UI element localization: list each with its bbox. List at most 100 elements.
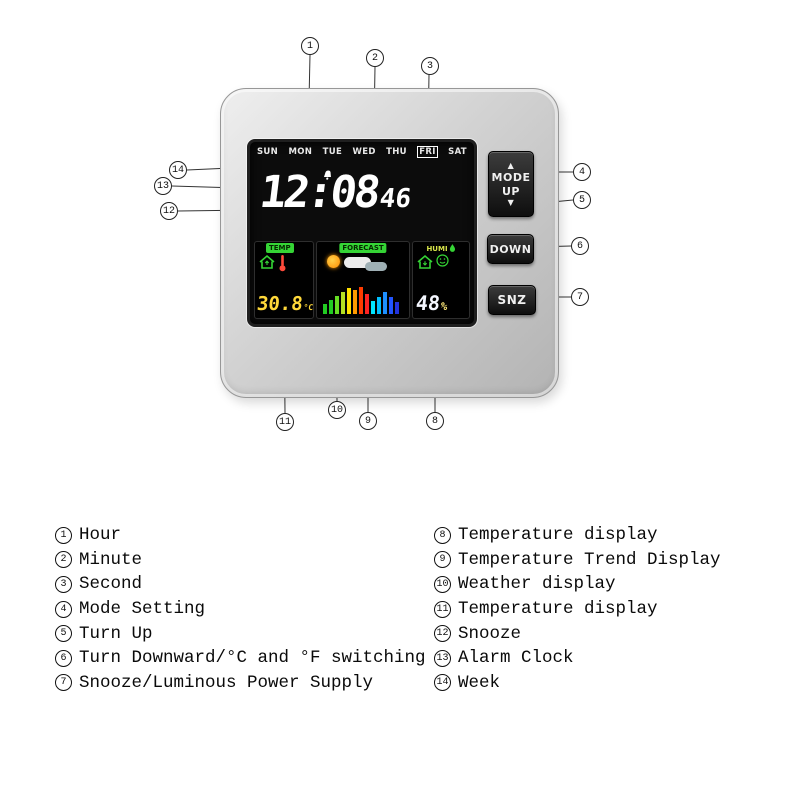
legend-item-14: 14 Week	[434, 671, 721, 696]
down-button: DOWN	[487, 234, 534, 264]
up-button-label: UP	[502, 184, 520, 198]
day-label: SUN	[257, 147, 279, 157]
alarm-bell-icon	[321, 168, 334, 186]
day-label: THU	[386, 147, 407, 157]
thermometer-icon	[278, 254, 287, 277]
callout-3: 3	[421, 57, 439, 75]
legend-num: 14	[434, 674, 451, 692]
weather-station-clock: SUN MON TUE WED THU FRI SAT 12:08 46 TEM…	[220, 88, 559, 398]
droplet-icon	[449, 244, 456, 254]
comfort-smiley-icon	[436, 254, 449, 272]
humidity-value: 48 %	[415, 291, 449, 315]
arrow-up-icon: ▲	[507, 160, 515, 170]
cloud-icon	[344, 257, 371, 268]
temperature-number: 30.8	[255, 293, 304, 315]
legend-text: Temperature Trend Display	[458, 549, 721, 570]
legend-num: 5	[55, 625, 72, 643]
legend-text: Temperature display	[458, 599, 658, 620]
day-label: MON	[288, 147, 313, 157]
legend-num: 1	[55, 526, 72, 544]
legend-text: Turn Downward/°C and °F switching	[79, 648, 426, 669]
legend-item-4: 4 Mode Setting	[55, 597, 426, 622]
legend-right-column: 8 Temperature display 9 Temperature Tren…	[434, 523, 721, 695]
legend-item-6: 6 Turn Downward/°C and °F switching	[55, 646, 426, 671]
humidity-tag: HUMI	[423, 243, 458, 255]
lcd-lower-panels: TEMP 30.8 °C FORECAST	[254, 241, 470, 319]
legend-text: Hour	[79, 525, 122, 546]
legend-num: 2	[55, 551, 72, 569]
callout-2: 2	[366, 49, 384, 67]
humidity-icons	[416, 254, 449, 275]
callout-1: 1	[301, 37, 319, 55]
callout-6: 6	[571, 237, 589, 255]
temp-tag: TEMP	[266, 243, 294, 253]
legend-text: Temperature display	[458, 525, 658, 546]
callout-4: 4	[573, 163, 591, 181]
legend-text: Snooze	[458, 623, 522, 644]
temp-icons	[258, 254, 287, 277]
legend-num: 3	[55, 575, 72, 593]
humidity-tag-text: HUMI	[426, 245, 448, 253]
humidity-number: 48	[414, 291, 442, 315]
house-icon	[258, 254, 276, 275]
callout-7: 7	[571, 288, 589, 306]
legend-num: 8	[434, 526, 451, 544]
legend-item-9: 9 Temperature Trend Display	[434, 548, 721, 573]
callout-12: 12	[160, 202, 178, 220]
time-display: 12:08 46	[257, 166, 415, 220]
legend-num: 12	[434, 625, 451, 643]
callout-11: 11	[276, 413, 294, 431]
legend-num: 11	[434, 600, 451, 618]
callout-5: 5	[573, 191, 591, 209]
time-seconds: 46	[377, 184, 413, 214]
temperature-unit: °C	[302, 303, 314, 312]
legend-item-11: 11 Temperature display	[434, 597, 721, 622]
legend-left-column: 1 Hour 2 Minute 3 Second 4 Mode Setting …	[55, 523, 426, 695]
legend-text: Weather display	[458, 574, 616, 595]
legend-item-2: 2 Minute	[55, 548, 426, 573]
legend-text: Alarm Clock	[458, 648, 574, 669]
forecast-panel: FORECAST	[316, 241, 410, 319]
legend-text: Mode Setting	[79, 599, 206, 620]
humidity-panel: HUMI 48 %	[412, 241, 470, 319]
snooze-button: SNZ	[488, 285, 536, 315]
legend-item-12: 12 Snooze	[434, 621, 721, 646]
day-label: SAT	[448, 147, 467, 157]
legend-item-5: 5 Turn Up	[55, 621, 426, 646]
temperature-value: 30.8 °C	[256, 293, 315, 315]
legend-num: 7	[55, 674, 72, 692]
time-hour-minute: 12:08	[256, 167, 381, 218]
lcd-screen: SUN MON TUE WED THU FRI SAT 12:08 46 TEM…	[247, 139, 477, 327]
legend-item-1: 1 Hour	[55, 523, 426, 548]
callout-8: 8	[426, 412, 444, 430]
legend-item-3: 3 Second	[55, 572, 426, 597]
legend-item-7: 7 Snooze/Luminous Power Supply	[55, 671, 426, 696]
day-label: WED	[352, 147, 376, 157]
trend-bargraph	[323, 286, 403, 314]
legend-num: 13	[434, 649, 451, 667]
legend-num: 6	[55, 649, 72, 667]
legend-text: Week	[458, 672, 501, 693]
legend-text: Snooze/Luminous Power Supply	[79, 672, 374, 693]
day-label: TUE	[322, 147, 343, 157]
legend-text: Turn Up	[79, 623, 153, 644]
legend-item-13: 13 Alarm Clock	[434, 646, 721, 671]
active-day-label: FRI	[417, 146, 438, 158]
dark-cloud-icon	[365, 262, 387, 271]
sun-icon	[327, 255, 340, 268]
week-row: SUN MON TUE WED THU FRI SAT	[257, 146, 467, 158]
mode-up-button: ▲ MODE UP ▼	[488, 151, 534, 217]
forecast-tag: FORECAST	[339, 243, 387, 253]
indoor-temperature-panel: TEMP 30.8 °C	[254, 241, 314, 319]
mode-button-label: MODE	[491, 170, 531, 184]
legend-num: 4	[55, 600, 72, 618]
house-icon	[416, 254, 434, 275]
callout-9: 9	[359, 412, 377, 430]
callout-10: 10	[328, 401, 346, 419]
callout-13: 13	[154, 177, 172, 195]
down-button-label: DOWN	[489, 242, 532, 256]
legend-text: Second	[79, 574, 143, 595]
callout-14: 14	[169, 161, 187, 179]
snooze-button-label: SNZ	[497, 293, 527, 307]
